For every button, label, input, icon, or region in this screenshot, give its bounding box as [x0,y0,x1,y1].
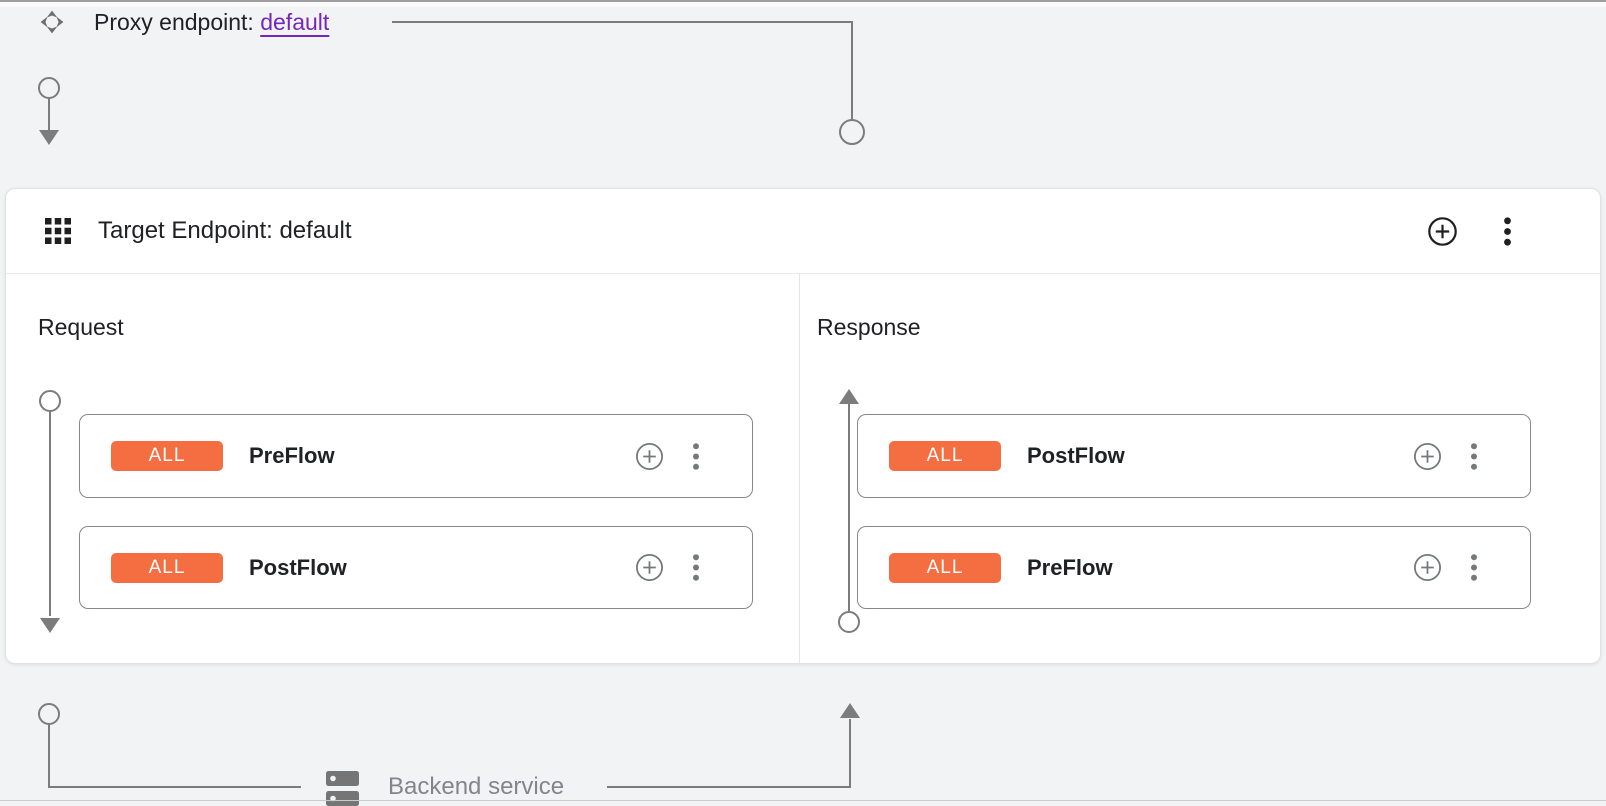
proxy-endpoint-text: Proxy endpoint: default [94,9,329,36]
flow-actions [1413,442,1478,471]
backend-left-horizontal-line [48,786,301,788]
target-endpoint-title: Target Endpoint: default [98,217,352,244]
target-endpoint-body: Request ALL PreFlow [6,274,1600,663]
endpoint-more-button[interactable] [1503,216,1512,247]
backend-request-node [38,703,60,725]
proxy-connector-vertical-line [851,21,853,120]
request-panel-title: Request [38,314,124,340]
request-panel: Request ALL PreFlow [6,274,800,663]
backend-right-horizontal-line [607,786,850,788]
more-vert-icon [1471,442,1477,470]
request-arrow-down-icon [39,130,59,145]
flow-card-response-postflow[interactable]: ALL PostFlow [857,414,1531,498]
response-panel: Response ALL PostFlow [800,274,1600,663]
condition-badge: ALL [889,552,1001,583]
top-edge-divider [0,0,1606,7]
backend-service-label: Backend service [388,773,565,800]
target-endpoint-header: Target Endpoint: default [6,189,1600,274]
flow-name: PreFlow [249,443,335,468]
add-policy-button[interactable] [635,442,664,471]
response-flow-arrow-up-icon [839,389,859,404]
flow-name: PostFlow [1027,443,1125,468]
flow-actions [1413,553,1478,582]
add-circle-icon [1413,553,1442,582]
flow-actions [635,442,700,471]
flow-actions [635,553,700,582]
add-circle-icon [1413,442,1442,470]
add-policy-button[interactable] [1413,442,1442,471]
more-vert-icon [1504,216,1511,246]
bottom-edge-divider [0,800,1606,801]
target-endpoint-card: Target Endpoint: default Request [5,188,1601,664]
add-policy-button[interactable] [635,553,664,582]
condition-badge: ALL [889,441,1001,471]
backend-right-vertical-line [849,719,851,788]
backend-response-arrow-up-icon [840,703,860,718]
proxy-endpoint-row: Proxy endpoint: default [38,8,329,36]
flow-name: PostFlow [249,554,347,580]
add-circle-icon [635,553,664,582]
flow-card-request-preflow[interactable]: ALL PreFlow [79,414,753,498]
backend-left-vertical-line [48,724,50,787]
response-flow-start-node [838,611,860,633]
flow-card-response-preflow[interactable]: ALL PreFlow [857,526,1531,609]
request-flow-arrow-down-icon [40,618,60,633]
request-start-node [38,77,60,99]
grid-icon [45,218,71,244]
proxy-endpoint-default-link[interactable]: default [260,8,330,35]
proxy-connector-horizontal-line [392,21,852,23]
add-policy-button[interactable] [1413,553,1442,582]
request-flow-rail-line [49,411,51,616]
add-endpoint-button[interactable] [1427,216,1458,247]
move-arrows-icon [40,10,64,34]
more-vert-icon [693,442,699,470]
flow-more-button[interactable] [692,442,700,471]
dns-icon [326,771,359,806]
condition-badge: ALL [111,552,223,583]
response-flow-rail-line [848,404,850,611]
add-circle-icon [1428,216,1457,246]
condition-badge: ALL [111,441,223,471]
response-panel-title: Response [817,314,921,340]
proxy-connector-end-node [839,119,865,145]
flow-more-button[interactable] [1470,442,1478,471]
proxy-endpoint-label: Proxy endpoint: [94,8,254,35]
more-vert-icon [1471,554,1477,581]
flow-more-button[interactable] [1470,553,1478,582]
request-flow-start-node [39,390,61,412]
flow-more-button[interactable] [692,553,700,582]
more-vert-icon [693,554,699,581]
flow-card-request-postflow[interactable]: ALL PostFlow [79,526,753,609]
flow-name: PreFlow [1027,554,1113,580]
target-endpoint-actions [1427,216,1512,247]
request-rail-line-top [48,98,50,130]
add-circle-icon [635,442,664,470]
